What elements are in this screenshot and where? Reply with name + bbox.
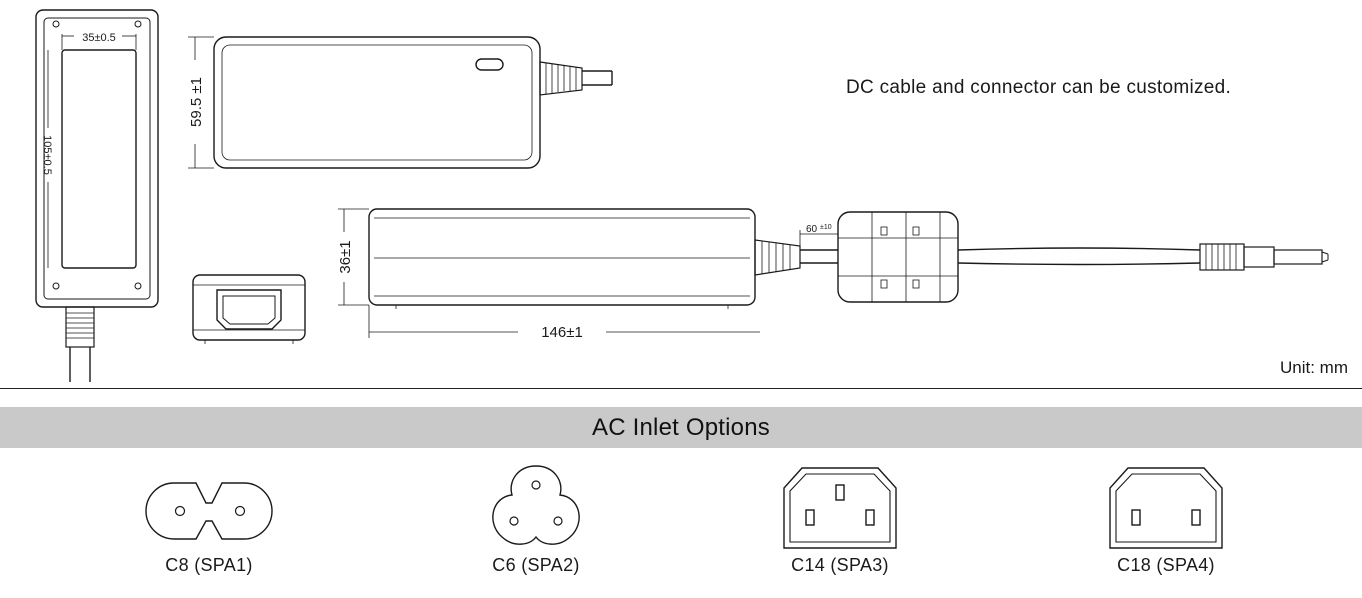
adapter-technical-drawing: 35±0.5 105±0.5 59.5 ±1 36±1 146±1 60 ±10 — [35, 9, 1329, 382]
option-label-c6: C6 (SPA2) — [492, 555, 580, 575]
option-label-c14: C14 (SPA3) — [791, 555, 889, 575]
option-label-c18: C18 (SPA4) — [1117, 555, 1215, 575]
cable-strip-dimension: 60 — [806, 224, 818, 235]
c18-inlet-icon — [1109, 467, 1223, 549]
section-title: AC Inlet Options — [592, 413, 770, 441]
divider — [0, 388, 1362, 389]
side-height-dimension: 36±1 — [337, 240, 354, 273]
side-length-dimension: 146±1 — [541, 324, 583, 341]
cable-strip-tolerance: ±10 — [820, 224, 832, 231]
unit-label: Unit: mm — [1280, 358, 1348, 377]
top-width-dimension: 59.5 ±1 — [188, 77, 205, 127]
section-header: AC Inlet Options — [0, 407, 1362, 448]
c8-inlet-icon — [145, 482, 273, 540]
customization-note: DC cable and connector can be customized… — [846, 77, 1232, 98]
top-view — [188, 36, 613, 169]
option-label-c8: C8 (SPA1) — [165, 555, 253, 575]
c6-inlet-icon — [492, 465, 580, 545]
c14-inlet-icon — [783, 467, 897, 549]
front-length-dimension: 105±0.5 — [41, 135, 53, 175]
side-view — [338, 208, 1329, 338]
front-width-dimension: 35±0.5 — [82, 32, 116, 44]
front-view — [35, 9, 159, 382]
end-view — [192, 274, 306, 344]
